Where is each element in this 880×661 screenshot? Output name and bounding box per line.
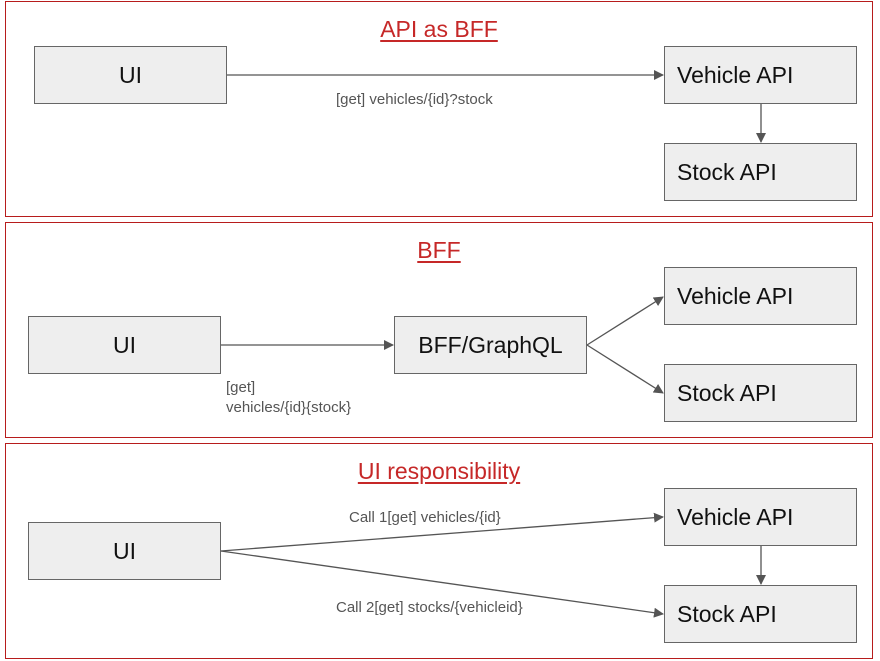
panel-api-as-bff: API as BFF [5,1,873,217]
vehicle-api-node-bff: Vehicle API [664,267,857,325]
stock-api-node-bff: Stock API [664,364,857,422]
stock-api-node-api-as-bff: Stock API [664,143,857,201]
panel-title-bff: BFF [417,237,461,263]
call-label-api-as-bff: [get] vehicles/{id}?stock [336,91,493,108]
bff-graphql-node: BFF/GraphQL [394,316,587,374]
call2-label: Call 2[get] stocks/{vehicleid} [336,599,523,616]
call1-label: Call 1[get] vehicles/{id} [349,509,501,526]
call-label-bff-line1: [get] [226,379,256,396]
ui-node-bff: UI [28,316,221,374]
ui-node-api-as-bff: UI [34,46,227,104]
call-label-bff-line2: vehicles/{id}{stock} [226,399,352,416]
vehicle-api-node-ui-responsibility: Vehicle API [664,488,857,546]
stock-api-node-ui-responsibility: Stock API [664,585,857,643]
vehicle-api-node-api-as-bff: Vehicle API [664,46,857,104]
panel-title-api-as-bff: API as BFF [380,16,498,42]
panel-title-ui-responsibility: UI responsibility [357,458,521,484]
ui-node-ui-responsibility: UI [28,522,221,580]
